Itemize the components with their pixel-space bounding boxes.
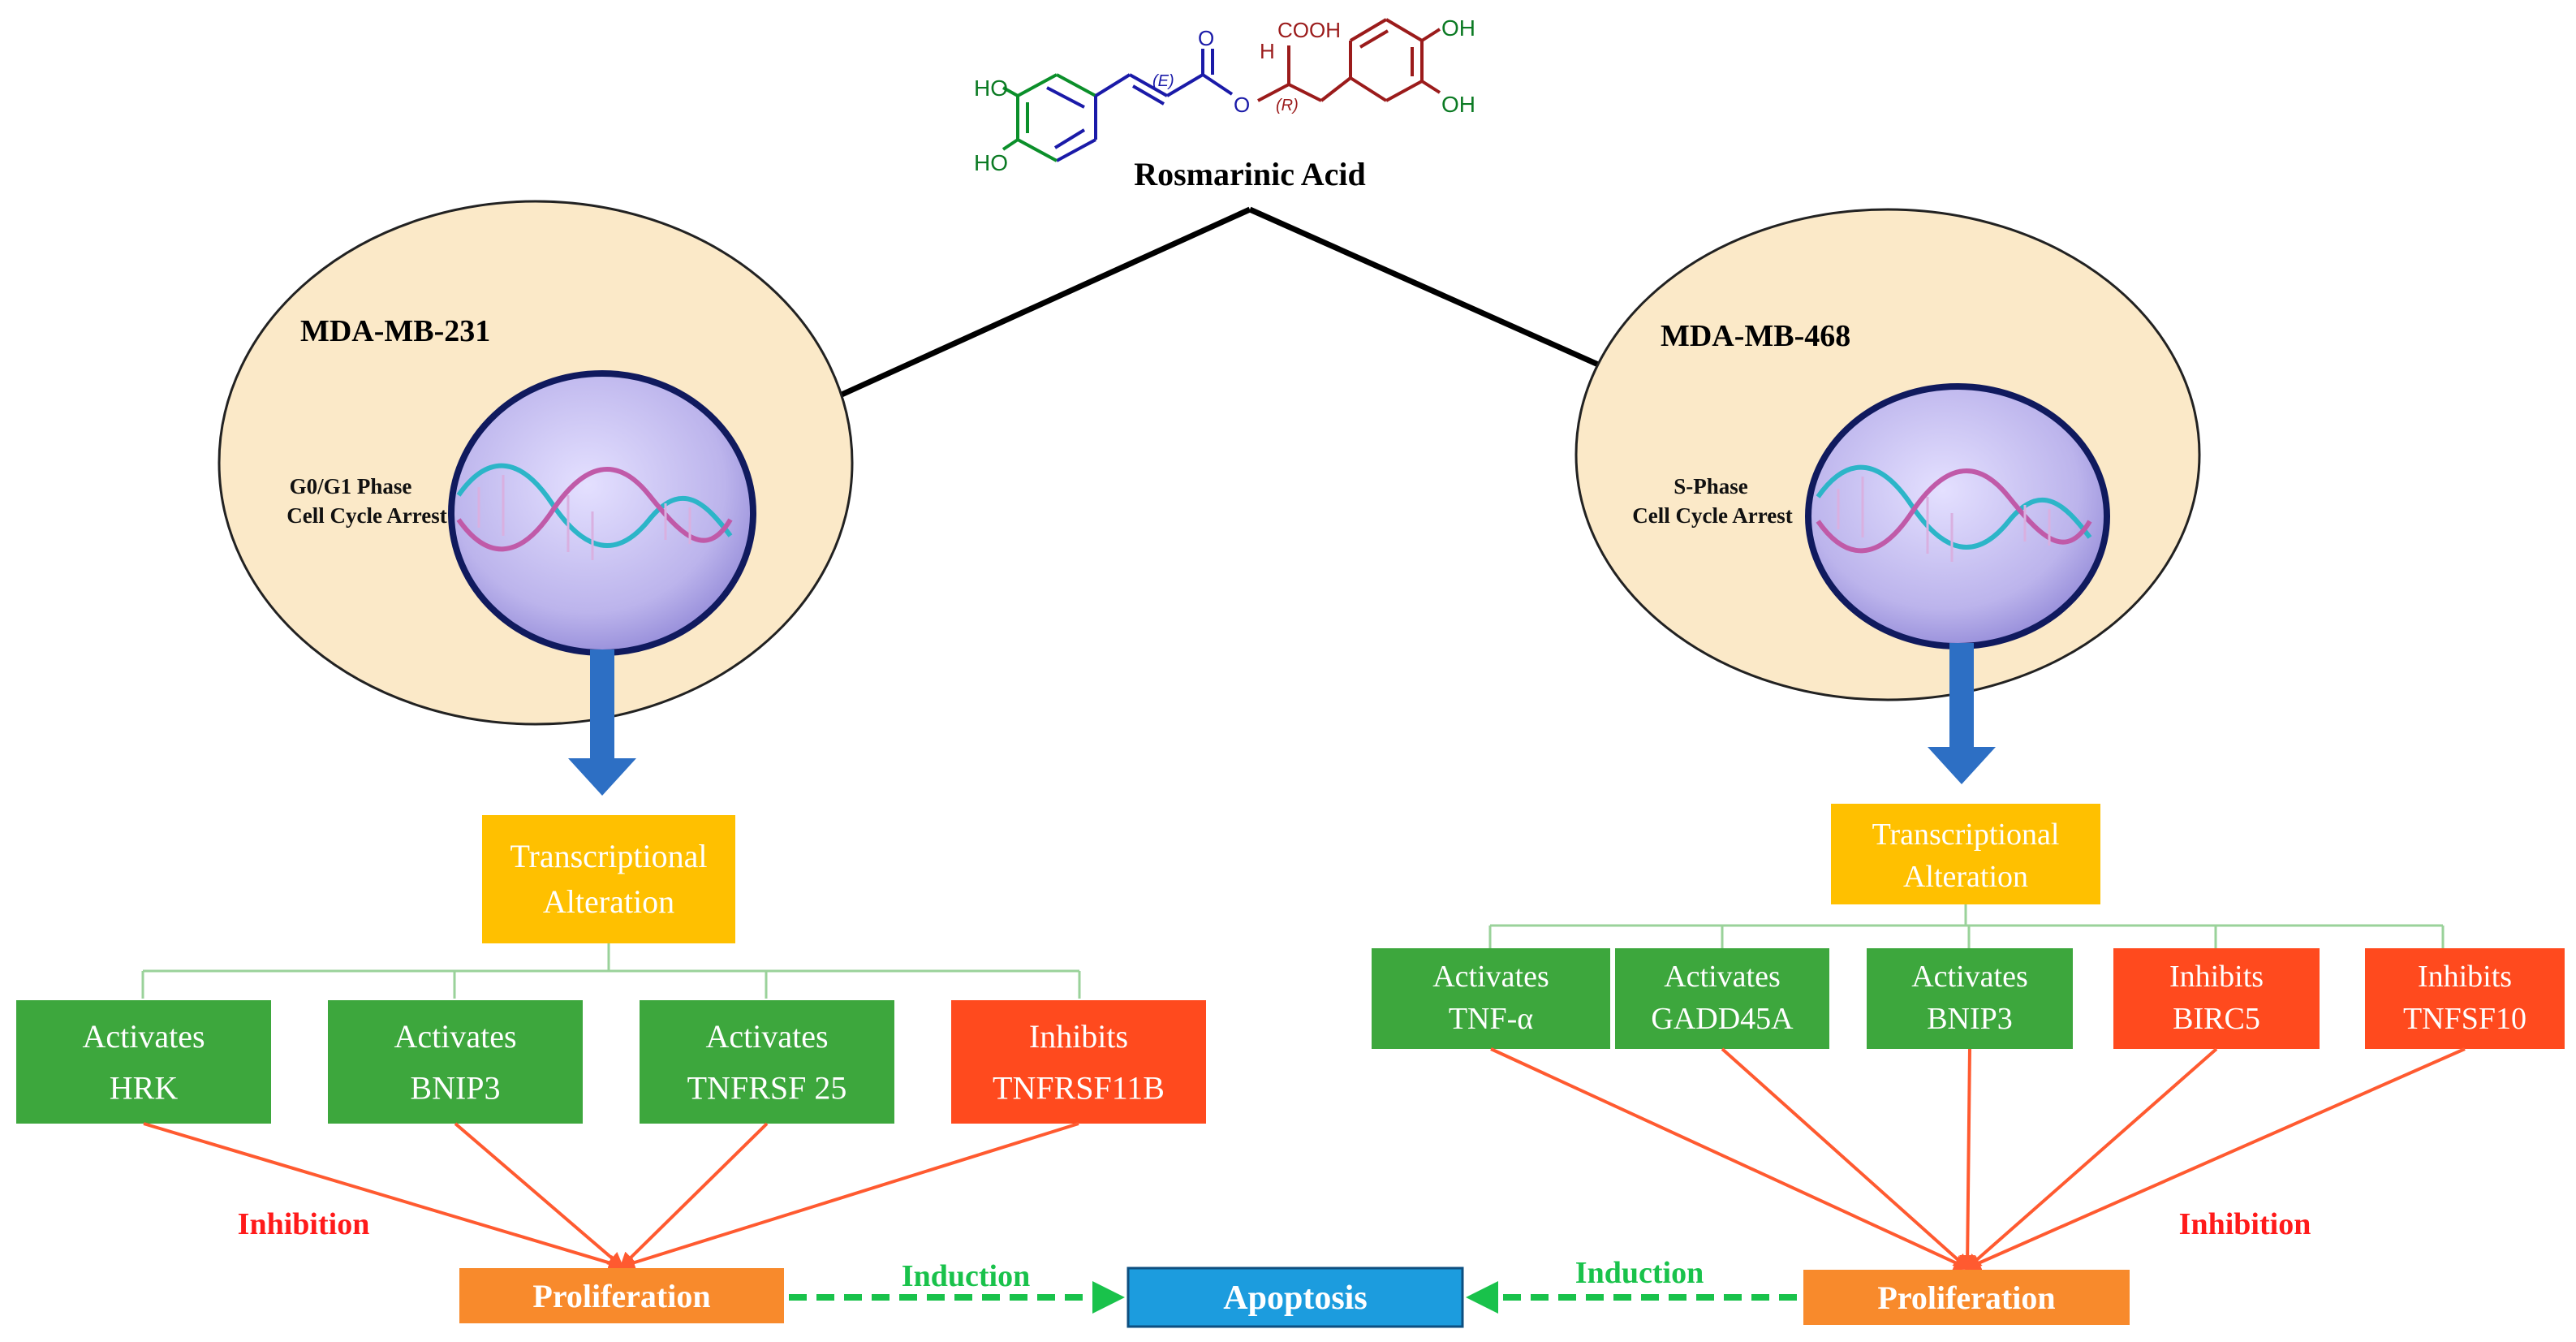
induction-label-right: Induction xyxy=(1575,1256,1704,1290)
effect-action: Activates xyxy=(394,1018,516,1055)
transcription-right: Transcriptional Alteration xyxy=(1831,804,2100,904)
atom-ho-top: HO xyxy=(974,76,1008,101)
transcription-left-line1: Transcriptional xyxy=(510,838,708,874)
effect-action: Inhibits xyxy=(2169,960,2264,994)
inhibition-label-left: Inhibition xyxy=(238,1207,370,1241)
transcription-right-line1: Transcriptional xyxy=(1872,818,2060,852)
effect-target: TNF-α xyxy=(1449,1002,1533,1036)
effect-action: Inhibits xyxy=(1029,1018,1128,1055)
ester-linker xyxy=(1094,49,1234,106)
effect-action: Activates xyxy=(82,1018,205,1055)
catechol-ring-left xyxy=(1002,73,1097,162)
atom-oh-bottom: OH xyxy=(1441,92,1475,117)
down-arrow-right xyxy=(1928,643,1996,784)
atom-h: H xyxy=(1260,39,1275,63)
effect-target: TNFRSF11B xyxy=(993,1070,1165,1107)
inhibition-line-right-1 xyxy=(1721,1047,1970,1271)
tree-right xyxy=(1488,904,2445,948)
effect-target: BNIP3 xyxy=(1927,1002,2013,1036)
cell-left: MDA-MB-231 G0/G1 Phase Cell Cycle Arrest xyxy=(218,200,854,796)
effect-target: GADD45A xyxy=(1651,1002,1794,1036)
effect-action: Activates xyxy=(1432,960,1549,994)
proliferation-left-label: Proliferation xyxy=(532,1278,710,1314)
tree-left xyxy=(141,943,1081,999)
effect-target: TNFRSF 25 xyxy=(687,1070,847,1107)
induction-label-left: Induction xyxy=(902,1259,1030,1293)
effect-action: Inhibits xyxy=(2418,960,2512,994)
nucleus-left xyxy=(448,370,756,656)
transcription-right-line2: Alteration xyxy=(1903,860,2028,894)
stereo-r: (R) xyxy=(1276,97,1299,114)
effect-target: HRK xyxy=(110,1070,179,1107)
transcription-left-line2: Alteration xyxy=(543,883,674,920)
cell-left-arrest-line1: G0/G1 Phase xyxy=(290,474,412,498)
nucleus-right xyxy=(1805,383,2110,649)
proliferation-right-label: Proliferation xyxy=(1877,1279,2055,1316)
effect-action: Activates xyxy=(705,1018,828,1055)
apoptosis-box: Apoptosis xyxy=(1126,1266,1464,1328)
atom-ho-bottom: HO xyxy=(974,150,1008,175)
cell-right-name: MDA-MB-468 xyxy=(1661,319,1850,353)
dna-helix-left-icon xyxy=(456,463,733,560)
inhibition-line-right-3 xyxy=(1964,1047,2218,1271)
dna-helix-right-icon xyxy=(1816,464,2092,562)
atom-o-carbonyl: O xyxy=(1198,26,1214,50)
caffeyl-lactate-part xyxy=(1257,18,1441,102)
cell-left-name: MDA-MB-231 xyxy=(300,314,490,348)
inhibition-line-left-0 xyxy=(143,1122,625,1271)
atom-o-ester: O xyxy=(1234,93,1250,117)
effect-target: TNFSF10 xyxy=(2403,1002,2526,1036)
effect-action: Activates xyxy=(1664,960,1781,994)
cell-right-arrest-line2: Cell Cycle Arrest xyxy=(1632,503,1792,528)
proliferation-left: Proliferation xyxy=(459,1268,784,1323)
effect-action: Activates xyxy=(1911,960,2028,994)
inhibition-label-right: Inhibition xyxy=(2179,1207,2311,1241)
inhibition-lines xyxy=(143,1047,2466,1271)
inhibition-line-right-2 xyxy=(1959,1048,1976,1271)
atom-oh-top: OH xyxy=(1441,15,1475,41)
stereo-e: (E) xyxy=(1152,72,1174,90)
effect-target: BIRC5 xyxy=(2173,1002,2260,1036)
effects-right: ActivatesTNF-αActivatesGADD45AActivatesB… xyxy=(1372,948,2565,1049)
transcription-left: Transcriptional Alteration xyxy=(482,815,735,943)
inhibition-line-left-3 xyxy=(618,1122,1079,1271)
down-arrow-left xyxy=(568,649,636,796)
inhibition-line-left-2 xyxy=(619,1122,769,1269)
inhibition-line-left-1 xyxy=(454,1122,625,1269)
cell-right: MDA-MB-468 S-Phase Cell Cycle Arrest xyxy=(1574,208,2201,784)
molecule-name: Rosmarinic Acid xyxy=(1134,156,1366,192)
atom-cooh: COOH xyxy=(1277,18,1341,42)
effects-left: ActivatesHRKActivatesBNIP3ActivatesTNFRS… xyxy=(16,1000,1206,1124)
apoptosis-label: Apoptosis xyxy=(1223,1279,1367,1317)
inhibition-line-right-4 xyxy=(1964,1047,2466,1271)
cell-right-arrest-line1: S-Phase xyxy=(1674,474,1748,498)
effect-target: BNIP3 xyxy=(410,1070,500,1107)
proliferation-right: Proliferation xyxy=(1803,1270,2130,1325)
rosmarinic-acid-structure: HO HO O (E) O xyxy=(974,15,1475,192)
inhibition-line-right-0 xyxy=(1490,1047,1971,1271)
cell-left-arrest-line2: Cell Cycle Arrest xyxy=(286,503,446,528)
